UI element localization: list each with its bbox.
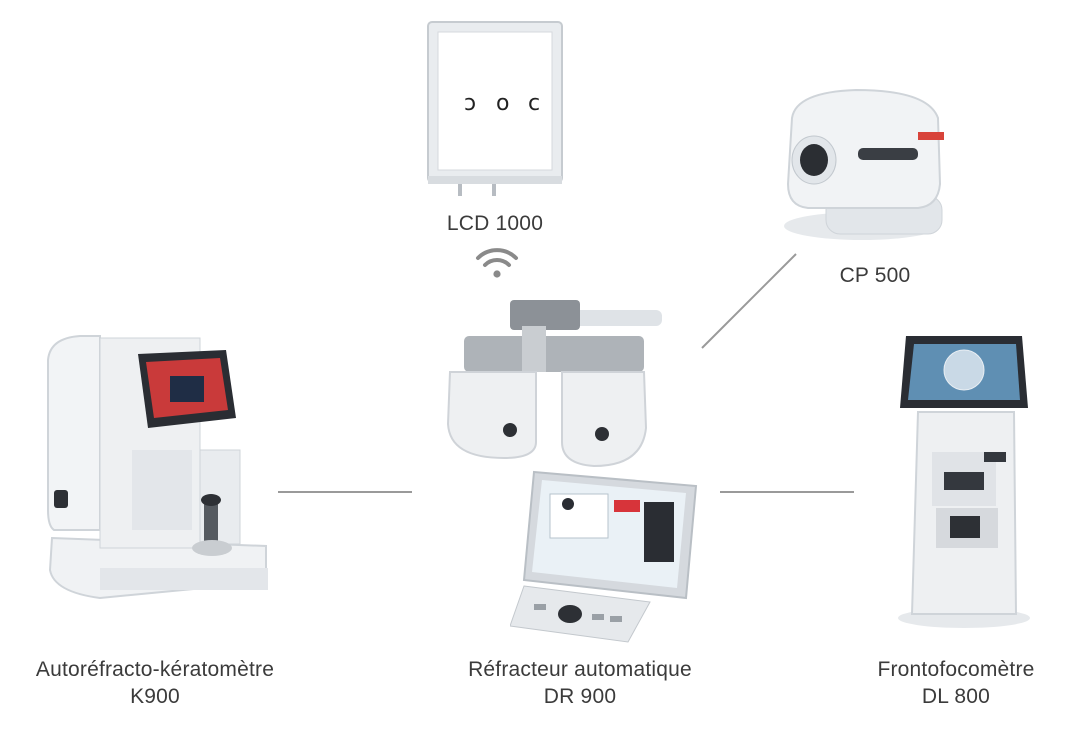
label-lensmeter: Frontofocomètre DL 800 (846, 656, 1066, 710)
dl-800-device (898, 336, 1030, 628)
device-name-label: Frontofocomètre (877, 658, 1035, 681)
lcd-chart-symbol: c (528, 91, 540, 116)
label-cp-500: CP 500 (780, 262, 970, 289)
refractor-head-device (446, 300, 662, 468)
connector-projector (701, 253, 797, 349)
lcd-chart-symbol: o (496, 91, 509, 116)
k900-device (47, 335, 268, 600)
cp-500-device (784, 88, 944, 240)
device-name-label: Autoréfracto-kératomètre (35, 658, 275, 681)
device-model-label: DL 800 (921, 685, 991, 708)
device-model-label: LCD 1000 (446, 212, 544, 235)
lcd-chart-symbol: ↄ (464, 91, 476, 116)
label-refractor: Réfracteur automatique DR 900 (430, 656, 730, 710)
connector-right (720, 491, 854, 493)
label-lcd-1000: LCD 1000 (395, 210, 595, 237)
connector-left (278, 491, 412, 493)
device-model-label: K900 (130, 685, 180, 708)
device-model-label: CP 500 (839, 264, 911, 287)
refractor-control-unit-device (510, 470, 698, 643)
device-model-label: DR 900 (543, 685, 617, 708)
lcd-1000-device: ↄ o c (427, 21, 563, 196)
label-autorefractor: Autoréfracto-kératomètre K900 (0, 656, 310, 710)
wifi-icon (476, 248, 518, 278)
device-name-label: Réfracteur automatique (468, 658, 692, 681)
